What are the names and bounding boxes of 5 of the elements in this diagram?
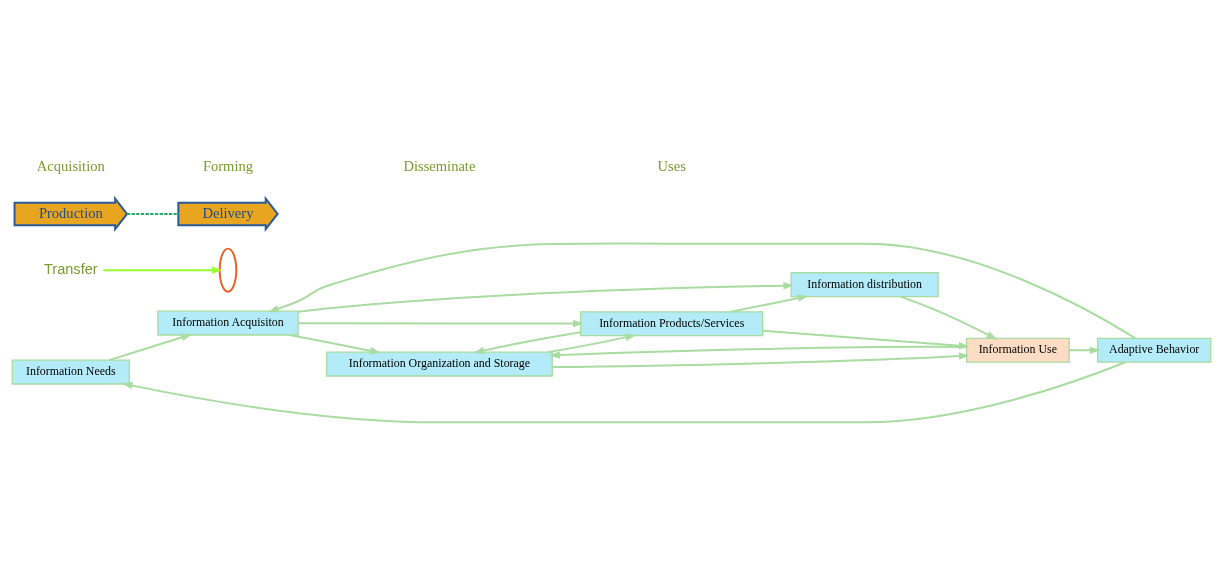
label: Uses [657, 158, 686, 175]
label: Acquisition [36, 158, 105, 175]
node-text: Transfer [44, 260, 98, 277]
label: Disseminate [403, 158, 476, 175]
label: Forming [202, 158, 254, 175]
